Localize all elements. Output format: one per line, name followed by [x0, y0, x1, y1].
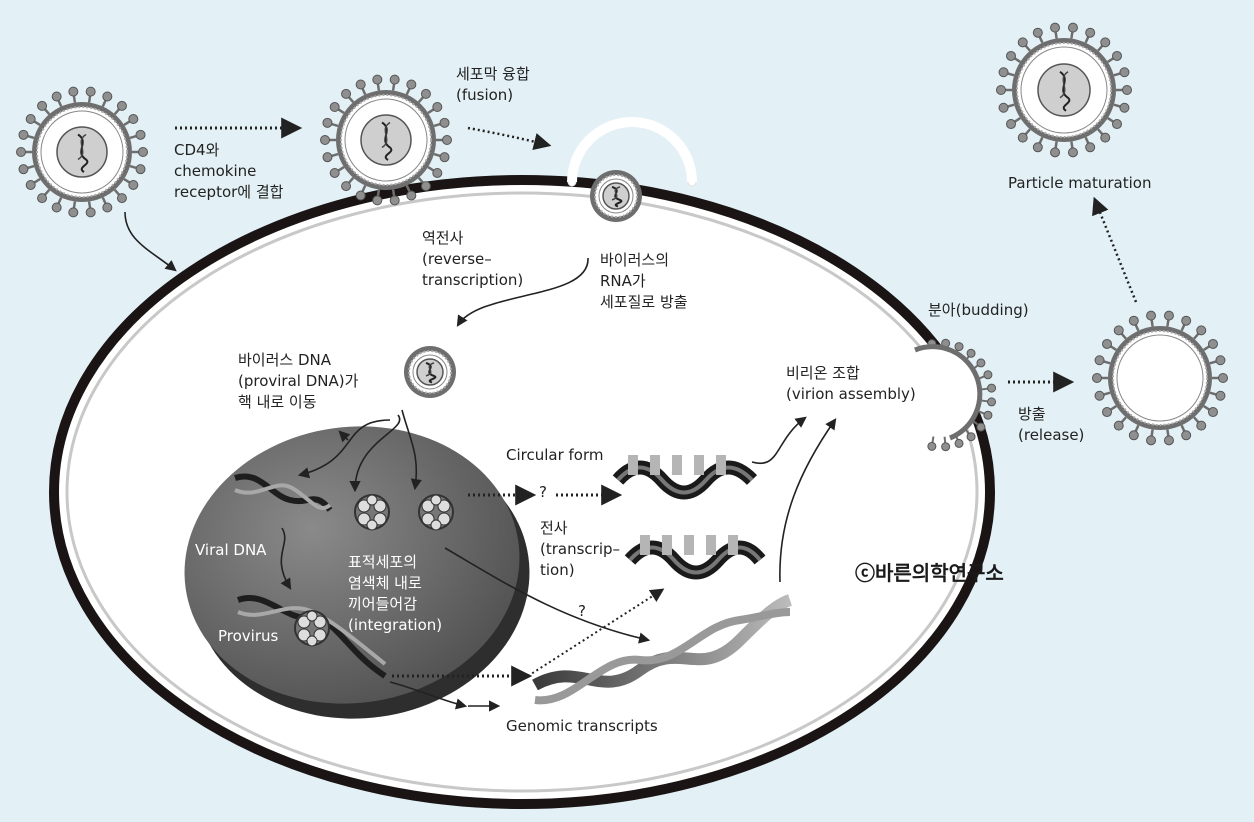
virus-mature	[996, 22, 1132, 158]
reverse-transcription-line-1: 역전사	[422, 229, 464, 247]
integration-line-3: 끼어들어감	[348, 595, 418, 613]
release-line-1: 방출	[1018, 405, 1046, 423]
fusion-label-line-1: 세포막 융합	[456, 65, 530, 83]
arrow-circular-to-assembly	[751, 416, 807, 465]
virus-budding	[914, 338, 997, 452]
arrow-cytoplasm-to-nuclear-entry	[338, 430, 351, 443]
arrow-maturation	[1092, 196, 1138, 303]
arrow-ribbon-to-assembly	[779, 418, 837, 583]
viral-dna-entry-label: 바이러스 DNA (proviral DNA)가 핵 내로 이동	[238, 350, 358, 413]
integration-line-1: 표적세포의	[348, 553, 418, 571]
viral-dna-strand	[234, 473, 333, 512]
provirus-label: Provirus	[218, 627, 279, 645]
arrow-dna-to-histone-2	[401, 409, 422, 491]
reverse-transcription-label: 역전사 (reverse– transcription)	[422, 228, 523, 291]
histone-cluster-2	[418, 494, 454, 531]
release-label: 방출 (release)	[1018, 404, 1084, 446]
binding-label-line-3: receptor에 결합	[174, 183, 284, 201]
viral-dna-entry-line-2: (proviral DNA)가	[238, 372, 359, 390]
integration-line-4: (integration)	[348, 616, 443, 634]
copyright-label: ⓒ바른의학연구소	[855, 561, 1004, 585]
histone-cluster-1	[354, 494, 390, 531]
fusion-label: 세포막 융합 (fusion)	[456, 64, 530, 106]
binding-label-line-1: CD4와	[174, 141, 220, 159]
viral-dna-entry-line-3: 핵 내로 이동	[238, 393, 317, 411]
rna-release-line-1: 바이러스의	[600, 251, 670, 269]
viral-dna-entry-line-1: 바이러스 DNA	[238, 351, 332, 369]
question-mark-1: ?	[539, 483, 547, 501]
histone-cluster-provirus	[294, 610, 330, 647]
question-mark-2: ?	[578, 602, 586, 620]
rna-release-line-3: 세포질로 방출	[600, 293, 688, 311]
reverse-transcription-line-3: transcription)	[422, 271, 524, 289]
arrow-ribbon-to-transcription	[527, 588, 665, 677]
transcription-label: 전사 (transcrip– tion)	[540, 518, 620, 581]
virus-released	[1092, 310, 1228, 446]
virus-proviral-dna	[404, 346, 456, 398]
virus-layer	[16, 22, 1228, 452]
virus-rna-core	[590, 170, 642, 222]
rna-release-line-2: RNA가	[600, 272, 646, 290]
arrow-integration	[444, 547, 651, 644]
transcription-line-2: (transcrip–	[540, 540, 621, 558]
virion-assembly-line-2: (virion assembly)	[786, 385, 916, 403]
transcription-bundle	[624, 535, 766, 580]
virus-fusing	[567, 117, 697, 187]
arrow-dna-to-histone-1	[349, 414, 401, 493]
binding-label-line-2: chemokine	[174, 162, 257, 180]
virion-assembly-label: 비리온 조합 (virion assembly)	[786, 363, 916, 405]
release-line-2: (release)	[1018, 426, 1085, 444]
budding-label: 분아(budding)	[928, 301, 1029, 319]
viral-dna-label: Viral DNA	[195, 541, 267, 559]
virion-assembly-line-1: 비리온 조합	[786, 364, 860, 382]
reverse-transcription-line-2: (reverse–	[422, 250, 492, 268]
fusion-label-line-2: (fusion)	[456, 86, 514, 104]
arrow-virus-to-cell	[124, 211, 177, 272]
circular-form-label: Circular form	[506, 446, 604, 464]
virus-binding	[320, 74, 452, 206]
integration-label: 표적세포의 염색체 내로 끼어들어감 (integration)	[348, 552, 442, 636]
binding-label: CD4와 chemokine receptor에 결합	[174, 140, 283, 203]
virus-free	[16, 86, 148, 218]
arrow-fusion	[467, 126, 552, 151]
integration-line-2: 염색체 내로	[348, 574, 422, 592]
arrow-provirus-genomic	[389, 681, 468, 710]
circular-form-transcript	[612, 455, 758, 500]
particle-maturation-label: Particle maturation	[1008, 174, 1152, 192]
transcription-line-3: tion)	[540, 561, 575, 579]
rna-release-label: 바이러스의 RNA가 세포질로 방출	[600, 250, 688, 313]
transcription-line-1: 전사	[540, 519, 568, 537]
arrow-viral-dna-to-provirus	[280, 527, 292, 590]
arrow-reverse-transcription	[456, 257, 589, 327]
genomic-transcripts-label: Genomic transcripts	[506, 717, 658, 735]
genomic-transcript-ribbon	[532, 594, 793, 705]
